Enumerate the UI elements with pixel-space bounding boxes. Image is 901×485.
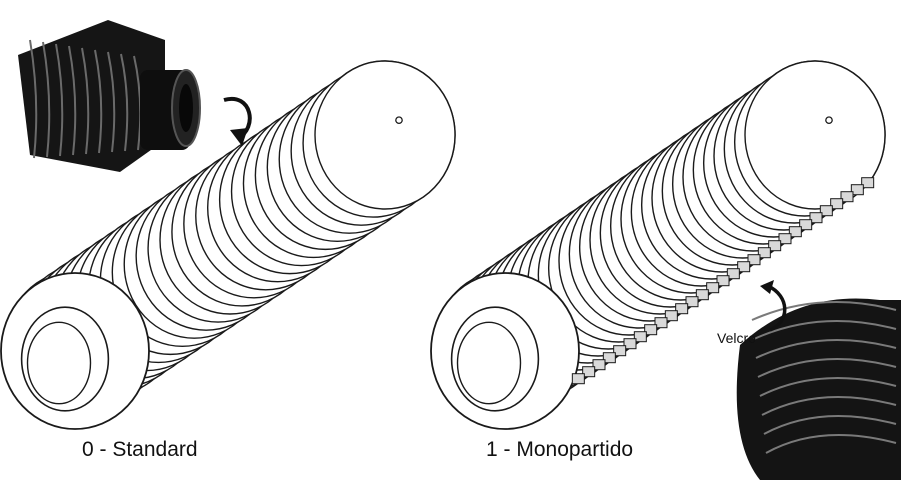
velcro-photo-icon [736, 298, 901, 480]
caption-monopartido: 1 - Monopartido [486, 438, 634, 461]
caption-standard: 0 - Standard [82, 438, 198, 461]
bellows-standard [0, 60, 456, 430]
bellows-photo-icon [18, 20, 201, 172]
bellows-monopartido [430, 60, 886, 430]
velcro-label: Velcro [717, 330, 756, 346]
velcro-arrow-icon [767, 284, 787, 332]
